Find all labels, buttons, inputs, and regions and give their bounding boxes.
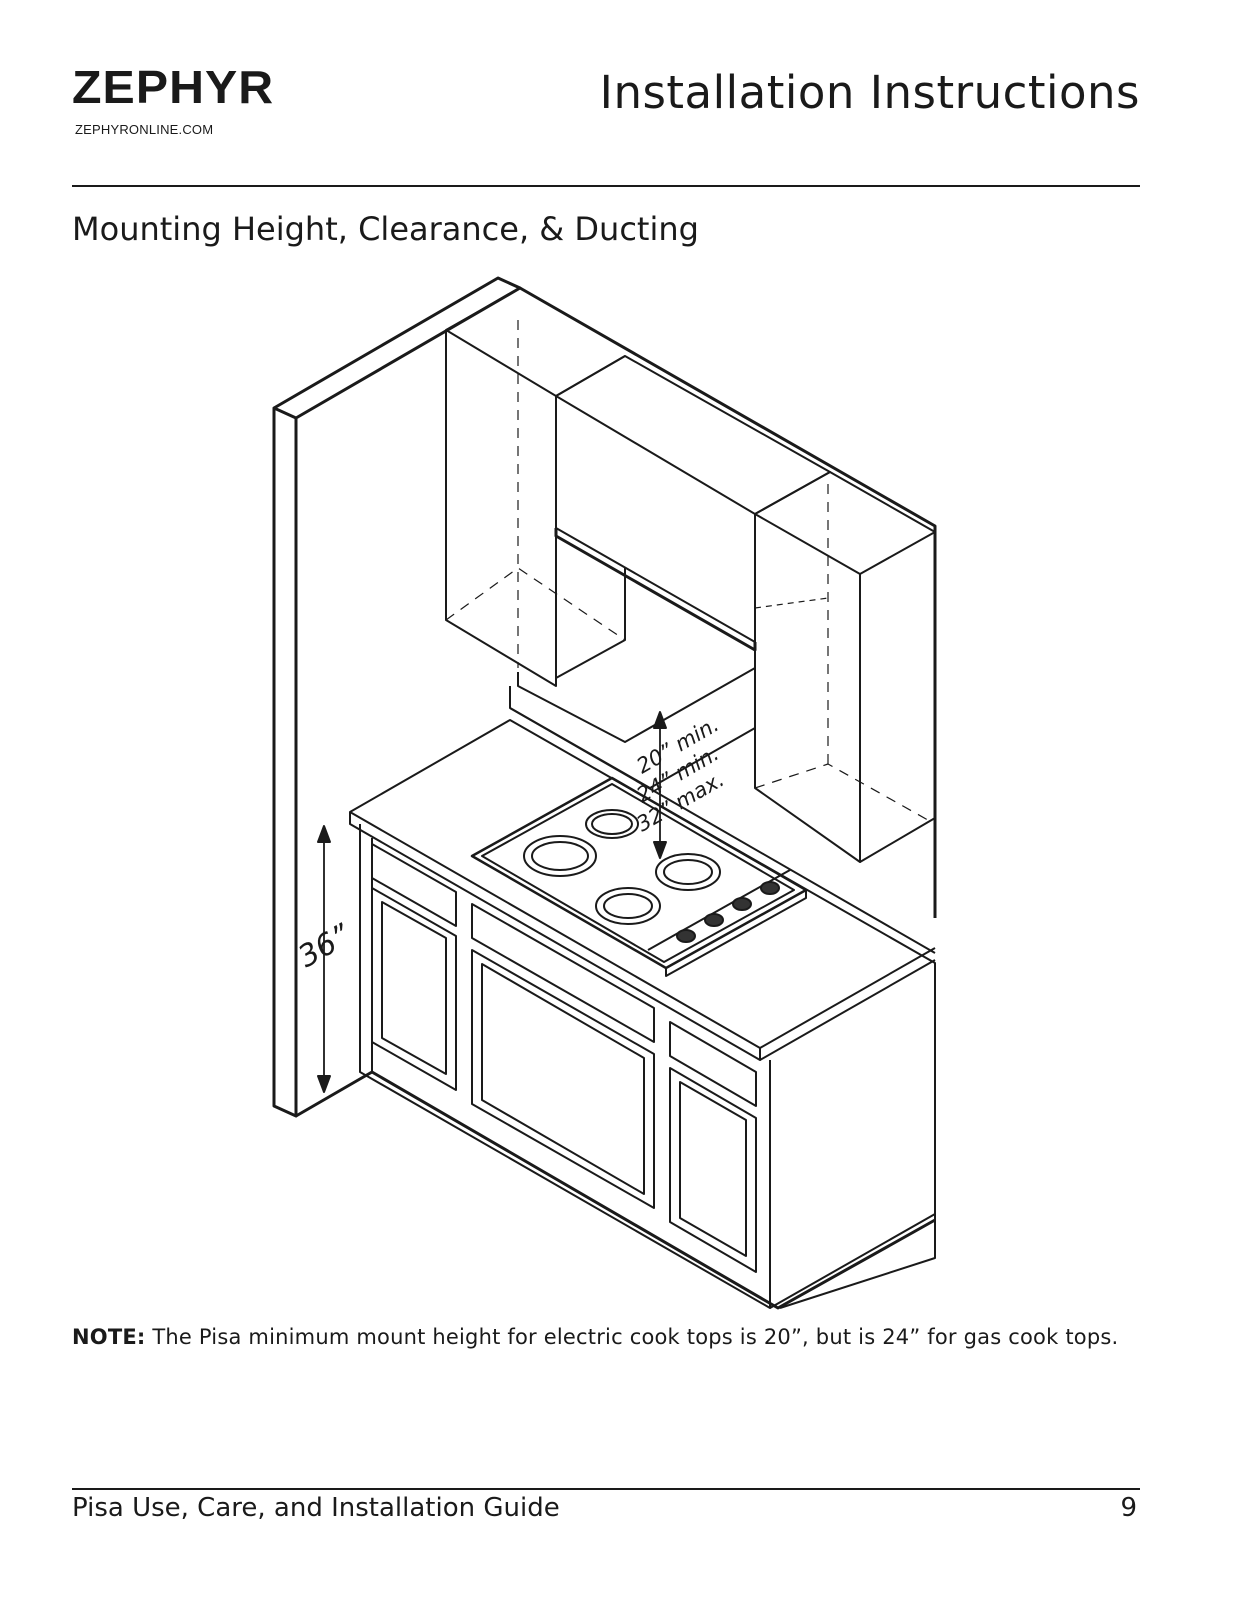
burner-1	[523, 835, 597, 877]
burner-3	[595, 887, 661, 925]
base-cabinet	[359, 824, 771, 1309]
note-text: The Pisa minimum mount height for electr…	[145, 1325, 1119, 1349]
page-number: 9	[1120, 1493, 1137, 1523]
zephyr-logo: ZEPHYR ZEPHYRONLINE.COM	[72, 64, 273, 137]
burner-2	[585, 809, 639, 839]
knob-1	[676, 929, 696, 943]
installation-diagram: 36” 20” min. 24” min. 32” max.	[260, 268, 960, 1318]
kitchen-illustration: 36” 20” min. 24” min. 32” max.	[272, 276, 937, 1310]
knob-2	[704, 913, 724, 927]
counter-height-label: 36”	[293, 918, 357, 975]
logo-wordmark: ZEPHYR	[72, 61, 275, 113]
upper-cabinet-left	[445, 329, 557, 687]
cooktop	[470, 776, 808, 970]
section-heading: Mounting Height, Clearance, & Ducting	[72, 210, 699, 248]
note-label: NOTE:	[72, 1325, 146, 1349]
side-wall	[272, 276, 522, 420]
note: NOTE: The Pisa minimum mount height for …	[72, 1325, 1118, 1349]
footer-divider	[72, 1488, 1140, 1490]
header-divider	[72, 185, 1140, 187]
hood-cabinet	[555, 355, 831, 515]
upper-cabinet-right	[754, 471, 936, 575]
footer-title: Pisa Use, Care, and Installation Guide	[72, 1493, 560, 1523]
back-wall	[519, 286, 937, 918]
website-url: ZEPHYRONLINE.COM	[75, 122, 214, 137]
knob-3	[732, 897, 752, 911]
knob-4	[760, 881, 780, 895]
burner-4	[655, 853, 721, 891]
countertop	[349, 719, 936, 1309]
page-title: Installation Instructions	[599, 66, 1140, 119]
